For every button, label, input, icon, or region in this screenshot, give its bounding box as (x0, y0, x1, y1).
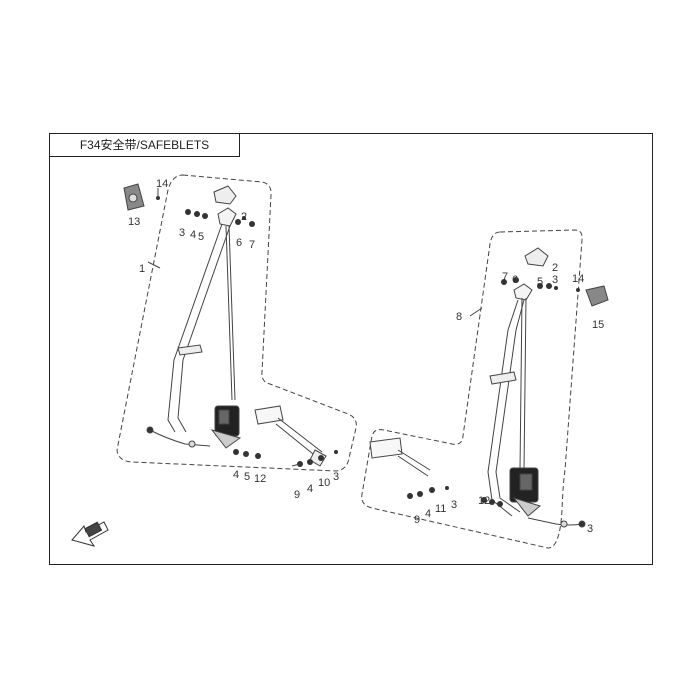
left-callout-1: 1 (139, 263, 145, 275)
right-lower-cable (527, 517, 583, 526)
left-belt-webbing (167, 223, 223, 433)
right-upper-anchor (513, 283, 533, 301)
left-callout-3: 3 (179, 227, 185, 239)
right-callout-buckle-4: 4 (425, 508, 431, 520)
left-callout-buckle-4: 4 (307, 483, 313, 495)
right-callout-3: 3 (552, 274, 558, 286)
right-callout-buckle-11: 11 (435, 503, 446, 515)
right-dashed-outline (361, 229, 583, 549)
right-belt-guide (489, 371, 517, 385)
right-callout-6: 6 (512, 274, 518, 286)
left-callout-lower-4: 4 (233, 469, 239, 481)
left-callout-6: 6 (236, 237, 242, 249)
right-anchor-cover (524, 247, 549, 267)
left-callout-5: 5 (198, 231, 204, 243)
right-assembly (361, 229, 609, 549)
left-callout-4: 4 (190, 229, 196, 241)
right-callout-8: 8 (456, 311, 462, 323)
right-callout-lower-3: 3 (587, 523, 593, 535)
right-cover (585, 285, 609, 307)
right-callout-buckle-3: 3 (451, 499, 457, 511)
right-buckle (369, 437, 403, 459)
right-callout-7: 7 (502, 271, 508, 283)
right-callout-buckle-9: 9 (414, 514, 420, 526)
left-assembly (116, 174, 357, 472)
left-buckle (254, 405, 284, 425)
right-callout-14: 14 (572, 273, 584, 285)
diagram-title: F34安全带/SAFEBLETS (79, 138, 210, 152)
left-callout-lower-12: 12 (254, 473, 266, 485)
left-callout-lower-5: 5 (244, 471, 250, 483)
front-direction-arrow-icon (71, 521, 109, 547)
left-lower-cable (149, 429, 211, 447)
left-callout-14: 14 (156, 178, 168, 190)
right-hardware (407, 277, 580, 507)
left-callout-7: 7 (249, 239, 255, 251)
diagram-frame (49, 133, 653, 565)
right-callout-12: 12 (478, 495, 490, 507)
left-upper-anchor (217, 207, 237, 227)
right-callout-5: 5 (537, 276, 543, 288)
right-callout-2: 2 (552, 262, 558, 274)
left-belt-guide (177, 344, 203, 356)
left-callout-buckle-10: 10 (318, 477, 330, 489)
title-box: F34安全带/SAFEBLETS (49, 133, 240, 157)
left-callout-2: 2 (241, 211, 247, 223)
right-callout-15: 15 (592, 319, 604, 331)
left-callout-buckle-3: 3 (333, 471, 339, 483)
left-callout-13: 13 (128, 216, 140, 228)
left-anchor-cover (213, 185, 237, 205)
left-dashed-outline (116, 174, 357, 472)
left-callout-buckle-9: 9 (294, 489, 300, 501)
